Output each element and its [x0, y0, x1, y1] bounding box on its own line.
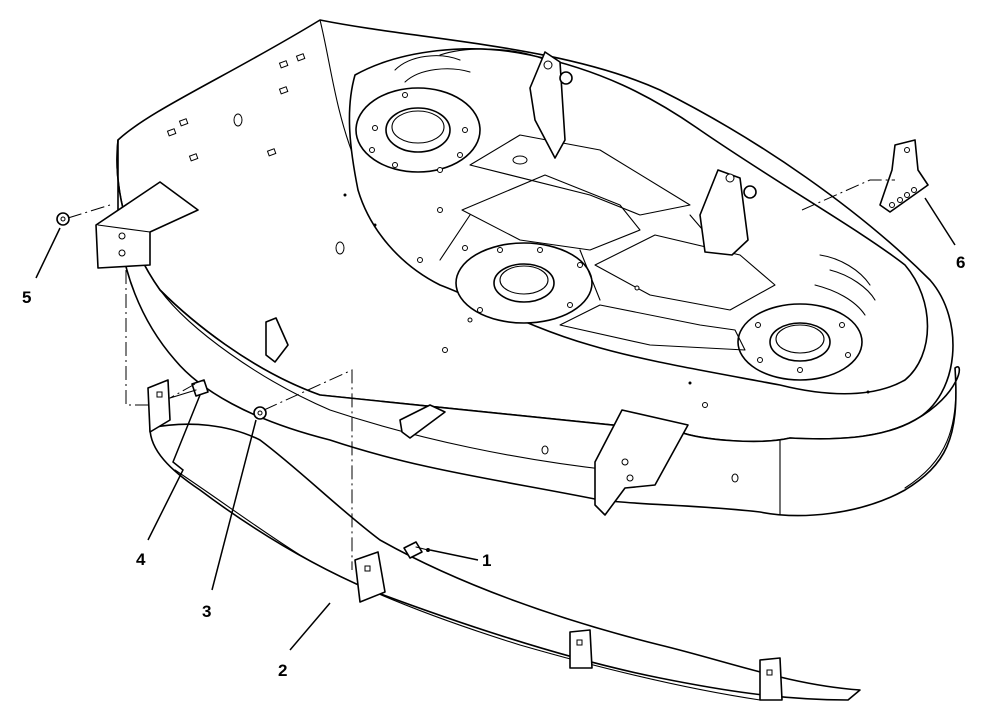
leader-6: [924, 197, 956, 246]
height-adjust-bracket-part-6: [879, 139, 929, 213]
leader-5: [35, 227, 61, 279]
leader-3: [211, 419, 257, 591]
callout-labels: 1 2 3 4 5 6: [22, 253, 965, 680]
callout-2: 2: [278, 661, 287, 680]
bolt-part-1: [403, 541, 429, 559]
baffle-plate: [147, 379, 861, 701]
mower-deck-housing: [95, 19, 961, 517]
assembly-centerlines: [67, 179, 895, 570]
callout-5: 5: [22, 288, 31, 307]
bolt-part-4: [169, 379, 209, 399]
rear-height-post: [529, 51, 573, 159]
callout-3: 3: [202, 602, 211, 621]
nut-part-3: [253, 406, 267, 420]
deck-bolt-holes: [343, 92, 870, 408]
deck-mounting-holes: [166, 53, 739, 483]
deck-skirt-bracket-left: [95, 181, 199, 269]
callout-1: 1: [482, 551, 491, 570]
leader-2: [289, 602, 331, 651]
callout-leaders: [35, 197, 956, 651]
callout-6: 6: [956, 253, 965, 272]
deck-skirt-bracket-right: [594, 409, 689, 516]
leader-1: [429, 549, 479, 561]
callout-4: 4: [136, 550, 146, 569]
deck-skirt-bracket-center: [265, 317, 446, 439]
nut-part-5: [56, 212, 70, 226]
front-height-post: [699, 169, 757, 256]
leader-4: [147, 394, 201, 541]
